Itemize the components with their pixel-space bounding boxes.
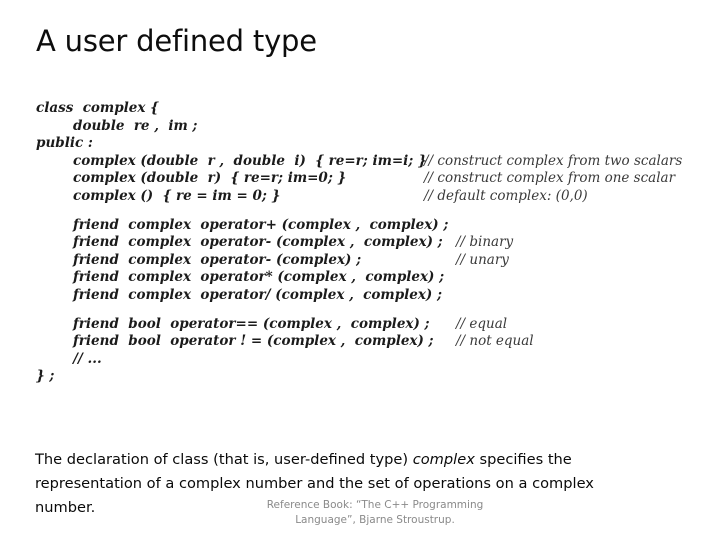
code-line-text: friend complex operator* (complex , comp… xyxy=(73,269,445,286)
code-line: // ... xyxy=(0,351,720,369)
code-line: friend bool operator ! = (complex , comp… xyxy=(0,333,720,351)
code-line: double re , im ; xyxy=(0,118,720,136)
code-line: friend complex operator* (complex , comp… xyxy=(0,269,720,287)
code-line: friend complex operator- (complex) ; // u… xyxy=(0,252,720,270)
code-line-comment: // binary xyxy=(456,234,514,251)
code-line-text: // ... xyxy=(73,350,102,367)
code-line-comment: // default complex: (0,0) xyxy=(424,187,588,204)
code-line-text: complex () { re = im = 0; } xyxy=(73,187,281,204)
code-line xyxy=(0,206,720,217)
page-title: A user defined type xyxy=(36,24,317,58)
code-line-text: double re , im ; xyxy=(73,117,198,134)
code-line: friend complex operator- (complex , comp… xyxy=(0,234,720,252)
code-line-text: } ; xyxy=(36,368,55,385)
body-text-part2: specifies the representation of a comple… xyxy=(35,451,594,516)
body-text-part1: The declaration of class (that is, user-… xyxy=(35,451,413,468)
code-line: friend bool operator== (complex , comple… xyxy=(0,316,720,334)
code-line-text: friend complex operator/ (complex , comp… xyxy=(73,286,442,303)
code-line: public : xyxy=(0,135,720,153)
code-line: friend complex operator+ (complex , comp… xyxy=(0,217,720,235)
code-line-text: friend complex operator- (complex , comp… xyxy=(73,234,443,251)
code-line-comment: // unary xyxy=(456,251,509,268)
code-line-text: complex (double r , double i) { re=r; im… xyxy=(73,152,427,169)
body-paragraph: The declaration of class (that is, user-… xyxy=(35,448,635,520)
code-line-text: friend complex operator+ (complex , comp… xyxy=(73,216,449,233)
reference-credit: Reference Book: “The C++ Programming Lan… xyxy=(210,498,540,528)
code-line-comment: // not equal xyxy=(456,333,534,350)
code-line xyxy=(0,305,720,316)
code-line-text: friend bool operator ! = (complex , comp… xyxy=(73,333,434,350)
code-line-text: class complex { xyxy=(36,100,159,116)
body-text-emphasis: complex xyxy=(412,451,475,468)
code-listing-figure: class complex {double re , im ;public :c… xyxy=(0,100,720,420)
code-line-comment: // construct complex from one scalar xyxy=(424,170,676,187)
code-line-comment: // construct complex from two scalars xyxy=(424,152,683,169)
reference-line-2: Language”, Bjarne Stroustrup. xyxy=(295,514,455,526)
code-line-text: friend complex operator- (complex) ; xyxy=(73,251,362,268)
code-line: friend complex operator/ (complex , comp… xyxy=(0,287,720,305)
code-line-text: public : xyxy=(36,135,93,152)
code-line-text: complex (double r) { re=r; im=0; } xyxy=(73,170,347,187)
code-line-text: friend bool operator== (complex , comple… xyxy=(73,315,430,332)
code-line: complex (double r , double i) { re=r; im… xyxy=(0,153,720,171)
code-line: class complex { xyxy=(0,100,720,118)
code-line-comment: // equal xyxy=(456,315,508,332)
code-line: } ; xyxy=(0,368,720,386)
code-line: complex (double r) { re=r; im=0; } // con… xyxy=(0,170,720,188)
reference-line-1: Reference Book: “The C++ Programming xyxy=(266,499,484,511)
code-line: complex () { re = im = 0; } // default co… xyxy=(0,188,720,206)
